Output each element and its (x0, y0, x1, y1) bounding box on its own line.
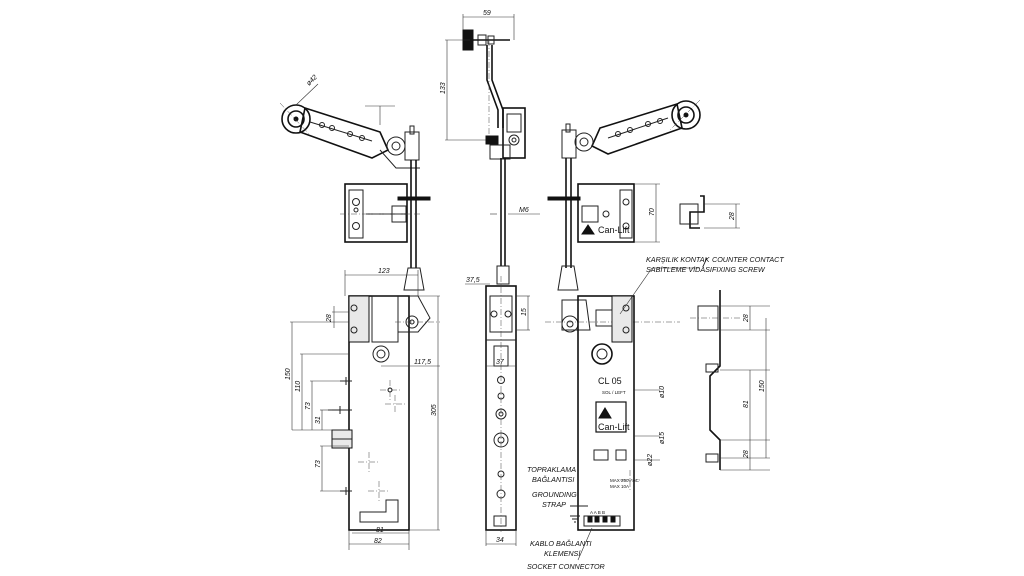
label-counter-1: COUNTER CONTACT (712, 255, 784, 264)
middle-view: 59 133 M6 37,5 15 37 (440, 10, 540, 546)
dim-123: 123 (378, 268, 390, 275)
dim-31: 31 (315, 416, 322, 424)
roller-arm-right (561, 99, 701, 159)
dim-117-5: 117,5 (414, 359, 431, 366)
dim-150-r: 150 (759, 380, 766, 392)
dim-phi10: ø10 (659, 386, 666, 398)
dim-m6: M6 (519, 207, 529, 214)
dim-73-b: 73 (315, 460, 322, 468)
dim-28-top: 28 (729, 212, 736, 221)
dim-37-5: 37,5 (466, 277, 480, 284)
brand-logo-upper: Can-Lift (598, 225, 630, 235)
brand-logo-main: Can-Lift (598, 422, 630, 432)
dim-70: 70 (649, 208, 656, 216)
upper-housing-right: Can-Lift (577, 183, 635, 243)
right-view: Can-Lift 70 CL 05 SOL / LEFT Can-Lift MA… (545, 99, 701, 561)
main-body-left (328, 295, 440, 531)
bracket-view: 28 28 81 150 28 (679, 195, 770, 471)
dim-34: 34 (496, 537, 504, 544)
dim-28-r1: 28 (743, 314, 750, 323)
label-kablo-2: KLEMENSİ (544, 549, 581, 558)
rating-1: MAX 250V AC (610, 478, 640, 483)
left-view: ø42 123 (279, 74, 440, 550)
model-label: CL 05 (598, 376, 622, 386)
label-slash: / (702, 256, 708, 270)
upper-housing-left (340, 183, 420, 243)
label-topraklama-1: TOPRAKLAMA (527, 465, 576, 474)
dim-phi15: ø15 (659, 432, 666, 444)
main-body-right: CL 05 SOL / LEFT Can-Lift MAX 250V AC MA… (577, 295, 640, 531)
dim-133: 133 (440, 82, 447, 94)
roller-arm-left: ø42 (279, 74, 420, 169)
dim-81-r: 81 (743, 400, 750, 408)
dim-305: 305 (431, 404, 438, 416)
dim-81-bottom: 81 (376, 527, 384, 534)
main-body-middle (485, 276, 517, 532)
dim-82: 82 (374, 538, 382, 545)
label-counter-2: FIXING SCREW (712, 265, 766, 274)
dim-28-r2: 28 (743, 450, 750, 459)
terminal-marks: A A B B (590, 510, 605, 515)
label-grounding-1: GROUNDING (532, 490, 577, 499)
dim-28-left: 28 (326, 314, 333, 323)
label-karsilik-2: SABİTLEME VİDASI (646, 265, 712, 274)
dim-73-a: 73 (305, 402, 312, 410)
label-kablo-1: KABLO BAĞLANTI (530, 539, 592, 548)
dim-110: 110 (295, 381, 302, 392)
dim-59: 59 (483, 10, 491, 17)
rating-2: MAX 10A (610, 484, 629, 489)
label-karsilik-1: KARŞILIK KONTAK (646, 255, 711, 264)
dim-37: 37 (496, 359, 505, 366)
dim-phi22: ø22 (647, 454, 654, 466)
dim-150-left: 150 (285, 368, 292, 380)
annotations: KARŞILIK KONTAK SABİTLEME VİDASI / COUNT… (527, 255, 784, 571)
label-socket: SOCKET CONNECTOR (527, 562, 605, 571)
label-topraklama-2: BAĞLANTISI (532, 475, 574, 484)
sub-model-label: SOL / LEFT (602, 390, 626, 395)
dim-15: 15 (521, 308, 528, 316)
label-grounding-2: STRAP (542, 500, 566, 509)
